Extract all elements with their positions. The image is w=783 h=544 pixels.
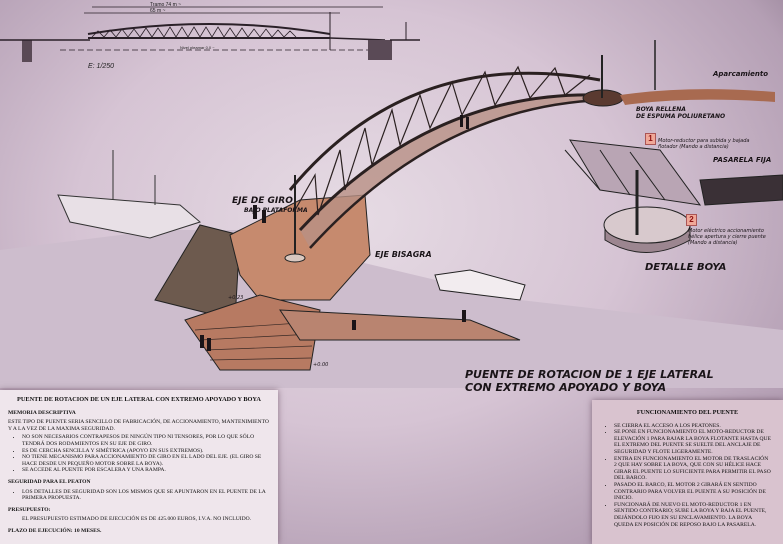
ship xyxy=(57,194,202,239)
title-line-1: PUENTE DE ROTACION DE 1 EJE LATERAL xyxy=(465,368,714,381)
buoy-detail xyxy=(564,139,783,253)
card-heading: PUENTE DE ROTACION DE UN EJE LATERAL CON… xyxy=(17,396,261,403)
drawing-title: PUENTE DE ROTACION DE 1 EJE LATERAL CON … xyxy=(465,368,714,394)
marker-1: 1 xyxy=(645,133,656,145)
note-motor-electrico: Motor eléctrico accionamiento hélice ape… xyxy=(688,228,766,246)
fixed-walkway xyxy=(699,174,783,206)
memoria-text: ESTE TIPO DE PUENTE SERIA SENCILLO DE FA… xyxy=(8,419,269,432)
presupuesto-text: EL PRESUPUESTO ESTIMADO DE EJECUCIÓN ES … xyxy=(22,516,252,523)
inner-span-label: 65 m ~ xyxy=(150,8,166,14)
ramp xyxy=(279,309,521,341)
list-item: ENTRA EN FUNCIONAMIENTO EL MOTOR DE TRAS… xyxy=(614,456,771,482)
list-item: ES DE CERCHA SENCILLA Y SIMÉTRICA (APOYO… xyxy=(22,448,270,455)
seguridad-title: SEGURIDAD PARA EL PEATON xyxy=(8,478,91,485)
level-label-1: +0.23 xyxy=(228,295,244,301)
memoria-title: MEMORIA DESCRIPTIVA xyxy=(8,409,76,416)
list-item: PASADO EL BARCO, EL MOTOR 2 GIRARÁ EN SE… xyxy=(614,482,771,502)
eje-giro-label: EJE DE GIRO xyxy=(232,196,293,206)
title-line-2: CON EXTREMO APOYADO Y BOYA xyxy=(465,381,667,394)
detalle-boya-label: DETALLE BOYA xyxy=(645,262,727,273)
marker-2: 2 xyxy=(686,214,697,226)
parking-pier xyxy=(620,89,775,105)
operation-card: FUNCIONAMIENTO DEL PUENTE SE CIERRA EL A… xyxy=(592,400,783,544)
note-motor-reductor: Motor-reductor para subida y bajada flot… xyxy=(658,138,750,150)
eje-bisagra-label: EJE BISAGRA xyxy=(375,250,432,259)
car xyxy=(434,269,526,301)
lamp-post xyxy=(284,253,306,263)
aparcamiento-label: Aparcamiento xyxy=(713,70,769,78)
list-item: SE PONE EN FUNCIONAMIENTO EL MOTO-REDUCT… xyxy=(614,429,771,455)
truss-bridge xyxy=(288,65,606,249)
pedestrians xyxy=(200,115,469,351)
card-heading: FUNCIONAMIENTO DEL PUENTE xyxy=(636,409,739,416)
list-item: NO SON NECESARIOS CONTRAPESOS DE NINGÚN … xyxy=(22,434,270,447)
list-item: NO TIENE MECANISMO PARA ACCIONAMIENTO DE… xyxy=(22,454,270,467)
espuma-label: DE ESPUMA POLIURETANO xyxy=(636,113,726,120)
pasarela-fija-label: PASARELA FIJA xyxy=(713,156,772,164)
level-label-2: +0.00 xyxy=(313,362,329,368)
bajo-plataforma-label: BAJO PLATAFORMA xyxy=(244,207,308,214)
list-item: LOS DETALLES DE SEGURIDAD SON LOS MISMOS… xyxy=(22,489,270,502)
water-level-label: Nivel pleamar 0.0 ~ xyxy=(180,45,215,50)
scale-label: E: 1/250 xyxy=(88,63,114,70)
list-item: FUNCIONARÁ DE NUEVO EL MOTO-REDUCTOR 1 E… xyxy=(614,502,771,528)
list-item: SE CIERRA EL ACCESO A LOS PEATONES. xyxy=(614,423,771,430)
description-card: PUENTE DE ROTACION DE UN EJE LATERAL CON… xyxy=(0,390,278,544)
list-item: SE ACCEDE AL PUENTE POR ESCALERA Y UNA R… xyxy=(22,467,270,474)
elevation-view xyxy=(0,6,420,62)
presupuesto-title: PRESUPUESTO: xyxy=(8,506,51,513)
plazo-text: PLAZO DE EJECUCIÓN: 10 MESES. xyxy=(8,527,102,534)
boya-rellena-label: BOYA RELLENA xyxy=(636,106,686,113)
span-label: Tramo 74 m ~ xyxy=(150,2,181,8)
